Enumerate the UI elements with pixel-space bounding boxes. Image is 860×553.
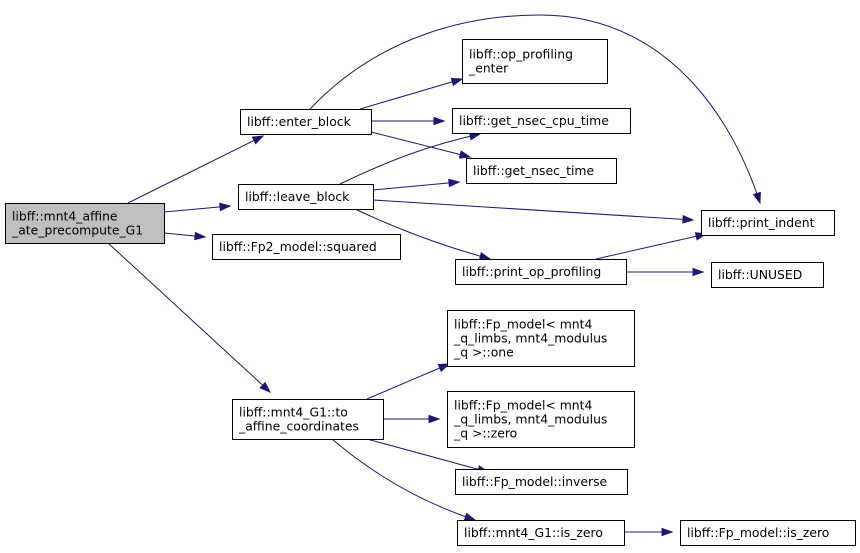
node-label-fp_inverse-line-0: libff::Fp_model::inverse [462,474,607,489]
edge-to_affine-to-g1_is_zero [331,438,476,521]
node-box-fp_is_zero [680,520,856,546]
node-box-get_nsec_time [466,158,617,184]
node-fp2_squared[interactable]: libff::Fp2_model::squared [212,234,401,260]
node-label-leave_block-line-0: libff::leave_block [245,189,350,204]
call-nodes: libff::mnt4_affine_ate_precompute_G1libf… [5,39,856,546]
edge-root-to-enter_block [127,135,264,204]
node-box-leave_block [238,184,374,210]
node-label-fp_zero-line-0: libff::Fp_model< mnt4 [454,398,593,413]
edge-enter_block-to-print_indent [309,14,761,204]
node-fp_zero[interactable]: libff::Fp_model< mnt4_q_limbs, mnt4_modu… [447,391,635,448]
node-to_affine[interactable]: libff::mnt4_G1::to_affine_coordinates [232,399,384,440]
arrowhead-leave_block-to-print_indent [682,215,695,224]
node-unused[interactable]: libff::UNUSED [711,262,824,288]
node-label-root-line-0: libff::mnt4_affine [12,209,118,224]
node-label-fp_zero-line-1: _q_limbs, mnt4_modulus [453,412,607,427]
edge-leave_block-to-get_cpu_time [339,133,481,185]
node-op_prof_enter[interactable]: libff::op_profiling_enter [462,39,608,84]
edge-root-to-to_affine [107,242,271,393]
node-fp_inverse[interactable]: libff::Fp_model::inverse [455,469,628,495]
node-box-print_op_prof [455,259,627,285]
node-box-g1_is_zero [457,520,625,546]
node-label-unused-line-0: libff::UNUSED [718,267,802,282]
edge-root-to-leave_block [163,205,231,213]
node-label-enter_block-line-0: libff::enter_block [247,114,352,129]
node-box-print_indent [701,210,835,236]
node-get_cpu_time[interactable]: libff::get_nsec_cpu_time [452,108,631,134]
edge-leave_block-to-get_nsec_time [372,181,460,191]
node-label-to_affine-line-0: libff::mnt4_G1::to [239,405,348,420]
node-label-get_cpu_time-line-0: libff::get_nsec_cpu_time [459,113,609,128]
node-label-fp_is_zero-line-0: libff::Fp_model::is_zero [687,525,829,540]
arrowhead-enter_block-to-get_nsec_time [458,150,472,159]
node-box-root [5,203,165,244]
node-fp_one[interactable]: libff::Fp_model< mnt4_q_limbs, mnt4_modu… [447,310,635,367]
node-box-op_prof_enter [462,39,608,84]
node-label-op_prof_enter-line-0: libff::op_profiling [469,47,573,62]
node-enter_block[interactable]: libff::enter_block [240,109,372,135]
node-label-fp_one-line-2: _q >::one [453,345,514,360]
node-get_nsec_time[interactable]: libff::get_nsec_time [466,158,617,184]
edge-print_op_prof-to-print_indent [595,233,707,260]
node-label-print_op_prof-line-0: libff::print_op_profiling [462,264,601,279]
node-print_indent[interactable]: libff::print_indent [701,210,835,236]
arrowhead-root-to-to_affine [259,381,272,393]
edge-to_affine-to-fp_inverse [366,438,489,473]
node-box-unused [711,262,824,288]
node-fp_is_zero[interactable]: libff::Fp_model::is_zero [680,520,856,546]
node-box-fp_one [447,310,635,367]
edge-leave_block-to-print_indent [372,199,694,221]
call-edges [107,14,761,537]
node-box-fp_inverse [455,469,628,495]
node-label-fp_zero-line-2: _q >::zero [453,426,517,441]
arrowhead-to_affine-to-g1_is_zero [463,512,477,521]
node-box-fp_zero [447,391,635,448]
edge-to_affine-to-fp_one [366,363,450,400]
node-box-get_cpu_time [452,108,631,134]
node-root[interactable]: libff::mnt4_affine_ate_precompute_G1 [5,203,165,244]
node-label-op_prof_enter-line-1: _enter [468,61,509,76]
node-label-fp2_squared-line-0: libff::Fp2_model::squared [219,239,377,254]
edge-enter_block-to-get_nsec_time [370,131,471,158]
arrowhead-enter_block-to-op_prof_enter [450,77,464,87]
node-box-to_affine [232,399,384,440]
node-label-g1_is_zero-line-0: libff::mnt4_G1::is_zero [464,525,603,540]
node-label-fp_one-line-0: libff::Fp_model< mnt4 [454,317,593,332]
node-leave_block[interactable]: libff::leave_block [238,184,374,210]
edge-leave_block-to-print_op_prof [354,208,491,260]
node-label-to_affine-line-1: _affine_coordinates [238,419,359,434]
node-label-root-line-1: _ate_precompute_G1 [11,223,143,238]
arrowhead-leave_block-to-get_nsec_time [448,178,461,188]
node-box-enter_block [240,109,372,135]
node-g1_is_zero[interactable]: libff::mnt4_G1::is_zero [457,520,625,546]
arrowhead-enter_block-to-print_indent [752,191,761,205]
node-label-get_nsec_time-line-0: libff::get_nsec_time [473,163,594,178]
node-box-fp2_squared [212,234,401,260]
arrowhead-root-to-enter_block [251,135,265,145]
node-label-print_indent-line-0: libff::print_indent [708,215,815,230]
arrowhead-leave_block-to-print_op_prof [478,252,492,261]
arrowhead-enter_block-to-get_cpu_time [433,116,446,126]
node-print_op_prof[interactable]: libff::print_op_profiling [455,259,627,285]
arrowhead-root-to-fp2_squared [194,231,207,241]
arrowhead-to_affine-to-fp_zero [428,414,441,424]
arrowhead-g1_is_zero-to-fp_is_zero [661,527,674,537]
arrowhead-root-to-leave_block [219,202,232,212]
edge-enter_block-to-op_prof_enter [359,78,463,110]
node-label-fp_one-line-1: _q_limbs, mnt4_modulus [453,331,607,346]
arrowhead-print_op_prof-to-unused [692,267,705,277]
arrowhead-to_affine-to-fp_one [437,363,451,373]
